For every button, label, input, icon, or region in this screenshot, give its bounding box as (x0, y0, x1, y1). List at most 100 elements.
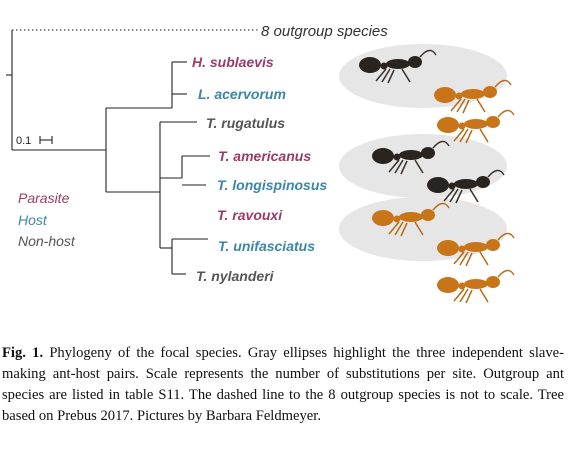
figure-caption: Fig. 1. Phylogeny of the focal species. … (2, 343, 564, 427)
ant-antenna (497, 232, 515, 241)
ant-head (476, 176, 490, 188)
ant-gaster (434, 87, 456, 103)
ant-head (421, 209, 435, 221)
ant-petiole (380, 62, 388, 70)
ant-antenna (419, 49, 437, 58)
ant-icon (359, 49, 437, 84)
ant-leg (479, 288, 489, 303)
scale-bar-label: 0.1 (16, 135, 31, 147)
species-label: L. acervorum (198, 86, 286, 102)
ant-antenna (497, 109, 515, 118)
ant-petiole (458, 245, 466, 253)
ant-antenna (494, 79, 512, 88)
ant-gaster (372, 210, 394, 226)
ant-leg (479, 251, 489, 266)
ant-leg (465, 252, 473, 267)
ant-leg (456, 98, 466, 113)
legend-item: Host (18, 212, 48, 228)
ant-icon (372, 140, 450, 175)
ant-leg (453, 128, 465, 142)
ant-leg (469, 188, 479, 203)
ant-gaster (437, 240, 459, 256)
ant-petiole (393, 153, 401, 161)
ant-thorax (464, 242, 488, 252)
host-pair-ellipse (339, 197, 507, 261)
species-label: T. ravouxi (217, 207, 283, 223)
ant-gaster (359, 57, 381, 73)
host-pair-ellipse (339, 134, 507, 198)
ant-gaster (437, 117, 459, 133)
ant-leg (381, 68, 391, 83)
ant-icon (437, 232, 515, 267)
species-label: T. nylanderi (196, 268, 275, 284)
phylogenetic-tree (6, 29, 258, 275)
ant-leg (400, 160, 408, 175)
ant-antenna (497, 269, 515, 278)
ant-thorax (461, 89, 485, 99)
species-labels: H. sublaevis L. acervorum T. rugatulus T. a… (192, 54, 327, 284)
outgroup-label: 8 outgroup species (261, 23, 388, 40)
ant-leg (394, 221, 404, 236)
ant-petiole (455, 92, 463, 100)
ant-icon (437, 109, 515, 144)
ant-head (408, 56, 422, 68)
ant-antenna (487, 169, 505, 178)
ant-thorax (399, 212, 423, 222)
ant-antenna (432, 202, 450, 211)
ant-icon (437, 269, 515, 304)
species-label: H. sublaevis (192, 54, 274, 70)
ant-leg (387, 69, 395, 84)
ant-icon (372, 202, 450, 237)
ant-leg (455, 189, 463, 204)
species-label: T. americanus (218, 148, 311, 164)
ant-head (483, 86, 497, 98)
species-label: T. unifasciatus (218, 238, 315, 254)
ant-leg (394, 159, 404, 174)
species-label: T. longispinosus (217, 177, 327, 193)
ant-leg (453, 251, 465, 265)
ant-leg (388, 221, 400, 235)
ant-leg (450, 98, 462, 112)
ant-icon (434, 79, 512, 114)
phylogeny-figure: H. sublaevis L. acervorum T. rugatulus T. a… (6, 23, 515, 304)
legend-item: Non-host (18, 233, 76, 249)
ant-leg (375, 68, 387, 82)
ant-gaster (372, 148, 394, 164)
ant-leg (459, 128, 469, 143)
ant-petiole (458, 282, 466, 290)
ant-leg (401, 68, 411, 83)
ant-icon (427, 169, 505, 204)
ant-leg (414, 221, 424, 236)
ant-thorax (399, 150, 423, 160)
ant-leg (414, 159, 424, 174)
ant-head (486, 116, 500, 128)
ant-leg (453, 288, 465, 302)
ant-leg (400, 222, 408, 237)
ant-leg (476, 98, 486, 113)
ant-leg (465, 129, 473, 144)
tree-annotations: 8 outgroup species 0.1 (16, 23, 388, 147)
caption-label: Fig. 1. (2, 345, 44, 361)
ant-leg (479, 128, 489, 143)
ant-antenna (432, 140, 450, 149)
ant-petiole (393, 215, 401, 223)
ant-leg (459, 251, 469, 266)
ant-petiole (458, 122, 466, 130)
ant-petiole (448, 182, 456, 190)
ant-head (486, 276, 500, 288)
ant-thorax (464, 119, 488, 129)
ant-thorax (386, 59, 410, 69)
ant-leg (388, 159, 400, 173)
legend-item: Parasite (18, 190, 70, 206)
caption-text: Phylogeny of the focal species. Gray ell… (2, 345, 564, 424)
ant-leg (459, 288, 469, 303)
ant-leg (465, 289, 473, 304)
species-label: T. rugatulus (206, 115, 285, 131)
ant-leg (449, 188, 459, 203)
ant-gaster (427, 177, 449, 193)
ant-leg (443, 188, 455, 202)
ant-leg (462, 99, 470, 114)
ant-thorax (464, 279, 488, 289)
ant-gaster (437, 277, 459, 293)
